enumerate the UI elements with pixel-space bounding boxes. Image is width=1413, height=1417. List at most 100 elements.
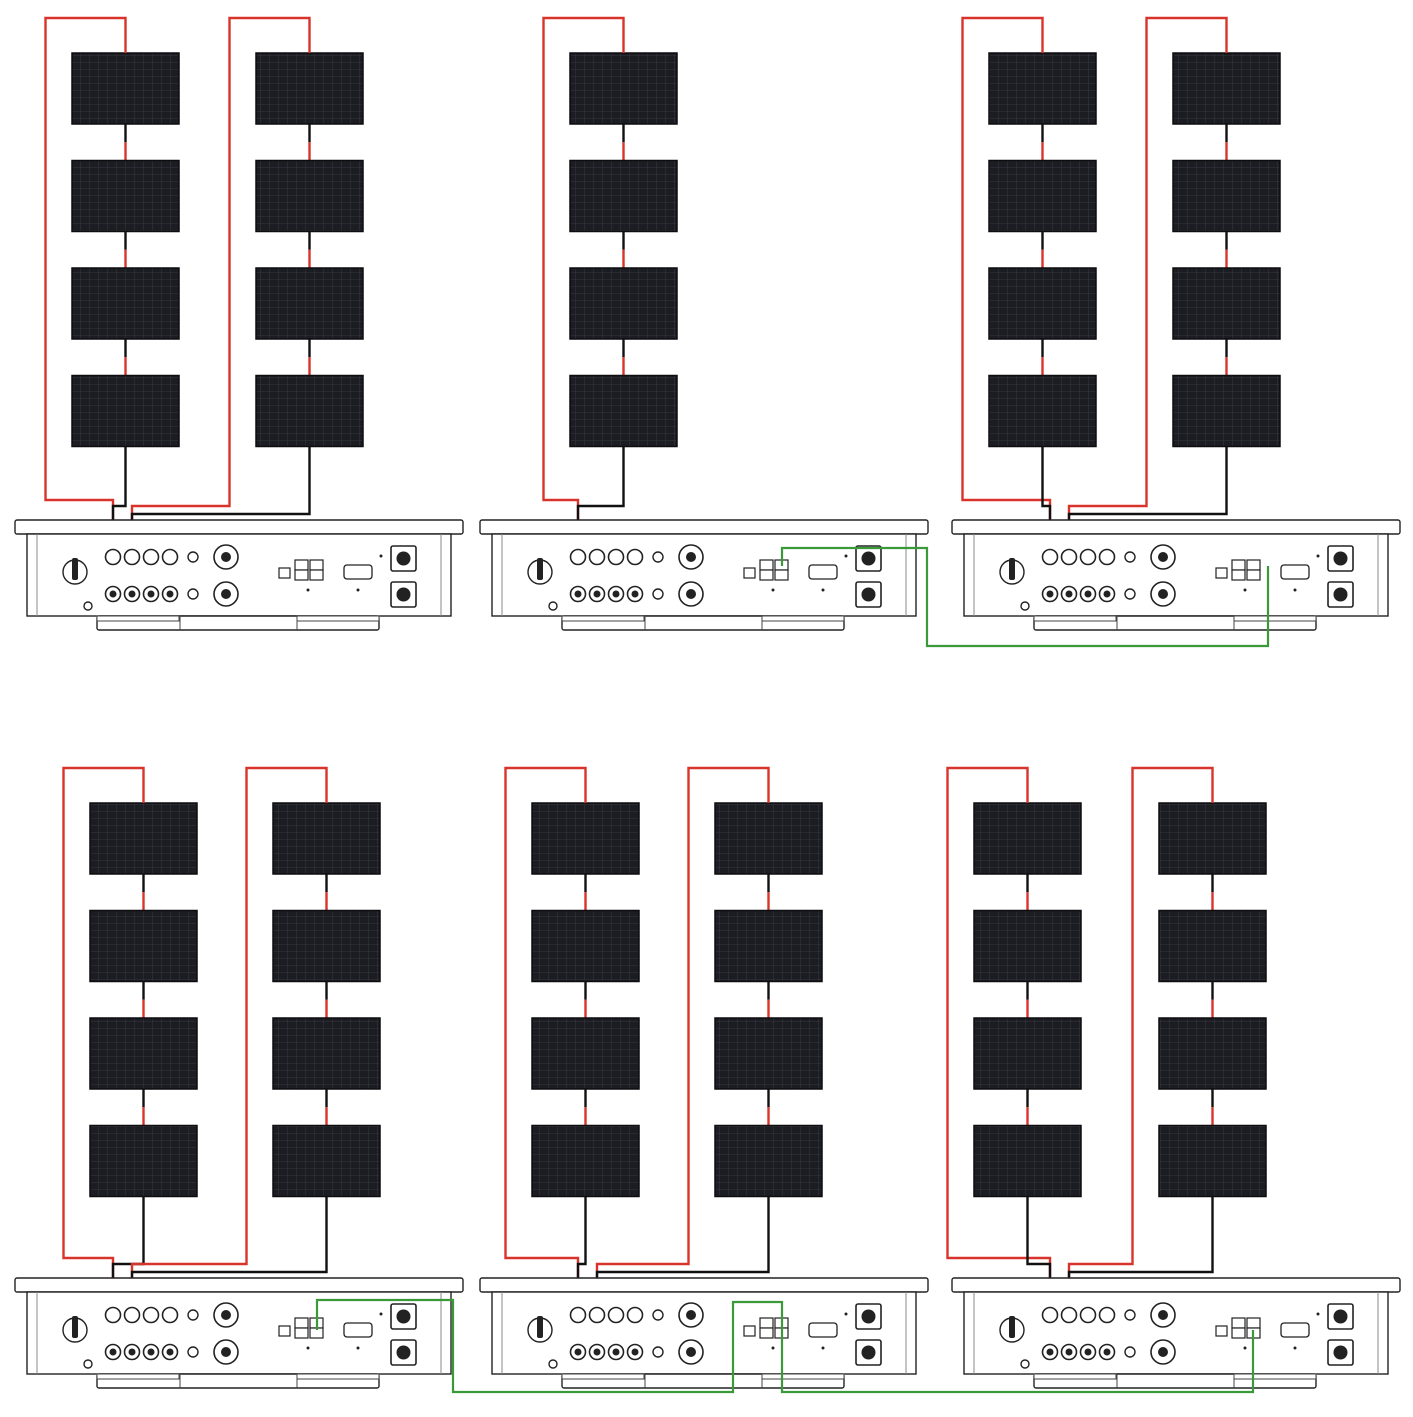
pv-input-positive-connector xyxy=(1079,1306,1097,1324)
pv-system xyxy=(479,16,929,631)
inverter xyxy=(951,519,1401,631)
solar-panel-icon xyxy=(255,52,364,125)
rj45-port-icon xyxy=(294,559,309,571)
vent-icon xyxy=(652,551,664,563)
pv-input-positive-connector xyxy=(588,1306,606,1324)
pv-string xyxy=(1067,766,1267,1352)
inverter-top-cover xyxy=(951,519,1401,535)
ground-icon xyxy=(1020,601,1030,611)
pv-string xyxy=(542,16,678,594)
vent-icon xyxy=(187,588,199,600)
rj45-port-icon xyxy=(1231,569,1246,581)
solar-panel-icon xyxy=(71,267,180,340)
ground-icon xyxy=(83,601,93,611)
rj45-port-icon xyxy=(759,559,774,571)
solar-panel-icon xyxy=(272,802,381,875)
solar-panel-icon xyxy=(255,374,364,448)
pv-input-positive-connector xyxy=(161,1306,179,1324)
pv-input-positive-connector xyxy=(607,1306,625,1324)
rj45-port-icon xyxy=(294,1327,309,1339)
usb-port-icon xyxy=(278,1325,291,1337)
pv-string xyxy=(62,766,198,1352)
solar-panel-icon xyxy=(255,267,364,340)
solar-panel-icon xyxy=(1172,374,1281,448)
solar-panel-icon xyxy=(1172,52,1281,125)
inverter xyxy=(951,1277,1401,1389)
inverter-body xyxy=(491,1291,917,1375)
communication-cable xyxy=(780,546,1270,648)
solar-panel-icon xyxy=(714,802,823,875)
inverter-body xyxy=(963,533,1389,617)
pv-system xyxy=(946,766,1401,1389)
rj45-port-icon xyxy=(1231,1317,1246,1329)
vent-icon xyxy=(652,1346,664,1358)
inverter-top-cover xyxy=(14,519,464,535)
solar-panel-icon xyxy=(714,1017,823,1090)
vent-icon xyxy=(1124,1309,1136,1321)
pv-input-positive-connector xyxy=(1079,548,1097,566)
pv-input-positive-connector xyxy=(607,548,625,566)
pv-input-positive-connector xyxy=(626,1306,644,1324)
solar-panel-icon xyxy=(255,159,364,233)
pv-input-positive-connector xyxy=(1041,548,1059,566)
rj45-port-icon xyxy=(759,1327,774,1339)
inverter-top-cover xyxy=(951,1277,1401,1293)
inverter-top-cover xyxy=(479,1277,929,1293)
solar-panel-icon xyxy=(714,1124,823,1198)
solar-panel-icon xyxy=(1158,909,1267,983)
pv-input-positive-connector xyxy=(569,548,587,566)
solar-panel-icon xyxy=(71,159,180,233)
pv-input-positive-connector xyxy=(588,548,606,566)
rs232-port-icon xyxy=(1280,564,1310,580)
rj45-port-icon xyxy=(294,569,309,581)
pv-input-positive-connector xyxy=(123,548,141,566)
inverter-top-cover xyxy=(479,519,929,535)
pv-string xyxy=(1067,16,1281,594)
solar-panel-icon xyxy=(1158,1124,1267,1198)
pv-input-positive-connector xyxy=(1098,1306,1116,1324)
pv-input-positive-connector xyxy=(123,1306,141,1324)
solar-panel-icon xyxy=(569,267,678,340)
pv-system xyxy=(14,16,464,631)
vent-icon xyxy=(187,551,199,563)
rs232-port-icon xyxy=(808,1322,838,1338)
solar-panel-icon xyxy=(1172,159,1281,233)
solar-panel-icon xyxy=(89,909,198,983)
communication-cable xyxy=(315,1298,1255,1394)
vent-icon xyxy=(1124,551,1136,563)
usb-port-icon xyxy=(743,1325,756,1337)
pv-input-positive-connector xyxy=(161,548,179,566)
solar-panel-icon xyxy=(71,374,180,448)
rj45-port-icon xyxy=(309,569,324,581)
ground-icon xyxy=(548,601,558,611)
solar-panel-icon xyxy=(569,374,678,448)
rs232-port-icon xyxy=(1280,1322,1310,1338)
pv-input-positive-connector xyxy=(104,548,122,566)
pv-input-positive-connector xyxy=(1098,548,1116,566)
rj45-port-icon xyxy=(759,1317,774,1329)
rj45-port-icon xyxy=(1246,559,1261,571)
solar-panel-icon xyxy=(71,52,180,125)
inverter xyxy=(14,1277,464,1389)
pv-input-positive-connector xyxy=(142,1306,160,1324)
vent-icon xyxy=(652,588,664,600)
solar-panel-icon xyxy=(1158,1017,1267,1090)
rj45-port-icon xyxy=(759,569,774,581)
pv-input-positive-connector xyxy=(569,1306,587,1324)
rj45-port-icon xyxy=(294,1317,309,1329)
rj45-port-icon xyxy=(1246,569,1261,581)
usb-port-icon xyxy=(743,567,756,579)
rs232-port-icon xyxy=(343,564,373,580)
usb-port-icon xyxy=(1215,567,1228,579)
solar-panel-icon xyxy=(89,802,198,875)
pv-system xyxy=(14,766,464,1389)
solar-panel-icon xyxy=(272,1017,381,1090)
solar-panel-icon xyxy=(988,267,1097,340)
ground-icon xyxy=(1020,1359,1030,1369)
solar-panel-icon xyxy=(569,52,678,125)
solar-panel-icon xyxy=(1158,802,1267,875)
pv-input-positive-connector xyxy=(142,548,160,566)
vent-icon xyxy=(652,1309,664,1321)
pv-input-positive-connector xyxy=(1060,1306,1078,1324)
rs232-port-icon xyxy=(808,564,838,580)
